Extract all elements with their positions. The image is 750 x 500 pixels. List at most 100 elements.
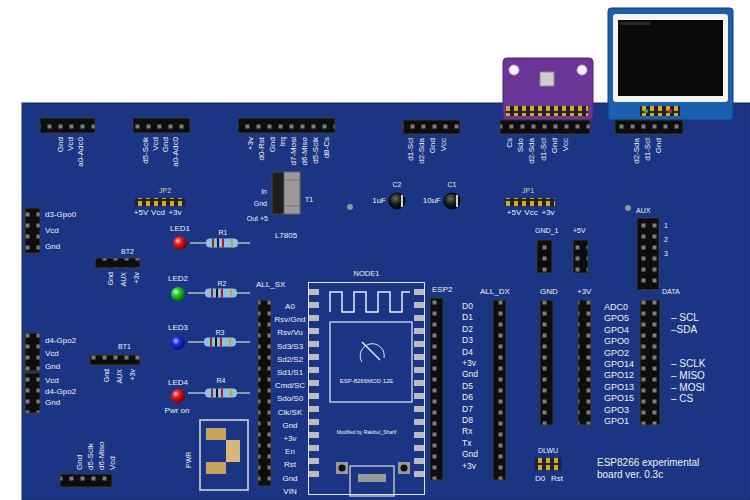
resistor-symbol <box>221 289 223 298</box>
pin-header <box>640 300 660 425</box>
esp-module-art <box>309 288 424 496</box>
jumper-pins <box>505 198 555 206</box>
oled-display-module <box>608 8 733 120</box>
power-switch <box>226 440 240 462</box>
led-symbol <box>171 389 185 403</box>
board-label: D4 <box>462 347 473 357</box>
board-label: GPO4 <box>604 324 629 335</box>
resistor-symbol <box>211 389 213 398</box>
board-label: +3v <box>246 137 256 150</box>
board-label: – SCLK <box>671 358 705 370</box>
voltage-regulator <box>284 180 300 181</box>
esp-module-art <box>401 465 408 472</box>
board-label: D2 <box>462 324 473 334</box>
capacitor-symbol <box>401 195 403 207</box>
resistor-symbol <box>230 289 232 298</box>
board-label: ESP8266 experimental board ver. 0.3c <box>597 457 719 481</box>
board-label: d8-Cs <box>322 137 332 158</box>
board-label: En <box>285 447 295 457</box>
jumper-pins <box>135 198 561 470</box>
pin-header <box>637 218 659 290</box>
esp-module-art <box>398 462 410 474</box>
board-label: C2 <box>393 181 402 189</box>
board-label: 1uF <box>372 196 386 206</box>
board-label: BT2 <box>121 248 134 256</box>
board-label: Irq <box>279 137 289 146</box>
board-label: +3v <box>462 461 476 471</box>
board-label: +5V <box>507 208 521 218</box>
capacitor-symbol <box>389 193 405 209</box>
board-label: Vcd <box>108 456 118 470</box>
capacitor-symbol <box>444 193 460 209</box>
board-label: LED1 <box>170 224 190 234</box>
esp-module-art <box>336 462 348 474</box>
board-label: LED4 <box>168 378 188 388</box>
board-label: +3v <box>168 208 181 218</box>
bmp-sensor-module <box>540 72 554 86</box>
board-label: Rx <box>462 426 472 436</box>
board-label: d2-Sda <box>528 138 538 164</box>
power-switch <box>206 428 226 440</box>
led-symbol <box>173 236 187 250</box>
board-label: Gnd <box>103 369 111 382</box>
board-label: d4-Gpo2 <box>45 387 76 397</box>
oled-display-module <box>608 8 733 120</box>
module-text: ESP-8266MOD 12E <box>309 378 424 385</box>
board-label: Gnd <box>56 137 66 152</box>
board-label: Gnd <box>107 272 115 285</box>
board-label: 1 <box>664 222 668 230</box>
resistor-symbol <box>204 338 236 347</box>
board-label: R4 <box>217 377 226 385</box>
board-label: +3v <box>133 272 141 283</box>
board-label: Vcd <box>66 137 76 151</box>
board-label: Vcc <box>561 138 571 151</box>
pin-header <box>537 240 552 273</box>
voltage-regulator <box>272 172 300 214</box>
board-label: D1 <box>462 312 473 322</box>
bmp-sensor-module <box>577 65 587 75</box>
pin-header <box>25 208 40 253</box>
board-label: d6-Miso <box>97 442 107 470</box>
board-label: Rsv/Gnd <box>274 315 305 325</box>
pin-header <box>40 118 95 133</box>
board-label: – MISO <box>671 370 705 382</box>
board-label: d5-Sclk <box>86 443 96 470</box>
board-label: Gnd <box>45 398 60 408</box>
pin-header <box>90 355 140 365</box>
resistor-symbol <box>216 389 218 398</box>
board-label: Gnd <box>462 449 478 459</box>
board-label: GPO3 <box>604 404 629 415</box>
board-label: – MOSI <box>671 382 705 394</box>
resistor-symbol <box>231 239 233 248</box>
board-label: Gnd <box>268 137 278 152</box>
board-label: d0-Rst <box>257 137 267 161</box>
board-label: Tx <box>462 438 471 448</box>
pin-header <box>500 120 590 134</box>
module-text: Modified by Rakibul_Sharif <box>309 429 424 435</box>
board-label: +5V <box>134 208 148 218</box>
board-label: Vcd <box>45 349 59 359</box>
board-label: Vcd <box>45 226 59 236</box>
pin-header <box>540 300 553 425</box>
board-label: d1-Scl <box>539 138 549 161</box>
board-label: JP1 <box>522 187 534 195</box>
board-label: +3v <box>283 434 296 444</box>
board-label: C1 <box>448 181 457 189</box>
resistor-symbol <box>205 289 237 298</box>
esp-module-art <box>414 288 424 483</box>
pin-header <box>258 300 271 486</box>
voltage-regulator <box>284 206 300 207</box>
board-label: d6-Miso <box>300 137 310 165</box>
board-label: D0 <box>535 474 545 484</box>
board-label: Gnd <box>45 362 60 372</box>
board-label: Gnd <box>75 455 85 470</box>
resistor-symbol <box>229 338 231 347</box>
board-label: LED2 <box>168 274 188 284</box>
board-label: GPO15 <box>604 393 634 404</box>
board-label: DLWU <box>538 447 558 455</box>
resistor-symbol <box>205 389 237 398</box>
pin-header <box>133 118 190 133</box>
board-label: VIN <box>283 487 296 497</box>
board-label: AUX <box>636 207 650 215</box>
board-label: Gnd <box>550 138 560 153</box>
